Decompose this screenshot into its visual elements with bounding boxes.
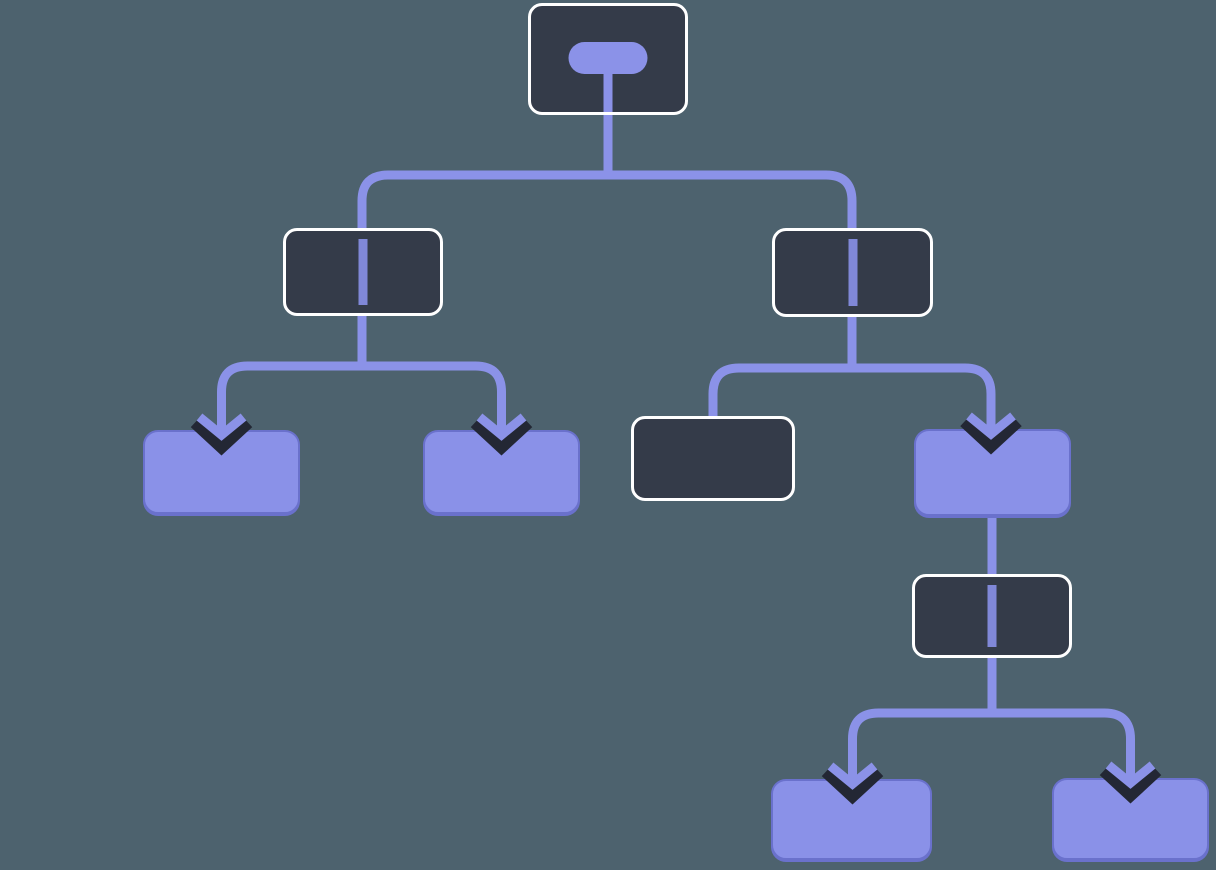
pass-through-line-icon — [358, 239, 368, 305]
pass-through-line-icon — [848, 239, 857, 306]
node-leaf-left-2 — [423, 430, 580, 514]
root-pill-stem-icon — [603, 72, 613, 112]
node-leaf-bottom-2 — [1052, 778, 1209, 860]
node-root — [528, 3, 688, 115]
root-pill-icon — [568, 42, 648, 74]
node-leaf-left-1 — [143, 430, 300, 514]
node-branch-lower — [912, 574, 1072, 658]
node-leaf-bottom-1 — [771, 779, 932, 860]
node-leaf-dark — [631, 416, 795, 501]
node-branch-left — [283, 228, 443, 316]
node-mid-purple — [914, 429, 1071, 516]
node-branch-right — [772, 228, 933, 317]
pass-through-line-icon — [987, 585, 997, 647]
